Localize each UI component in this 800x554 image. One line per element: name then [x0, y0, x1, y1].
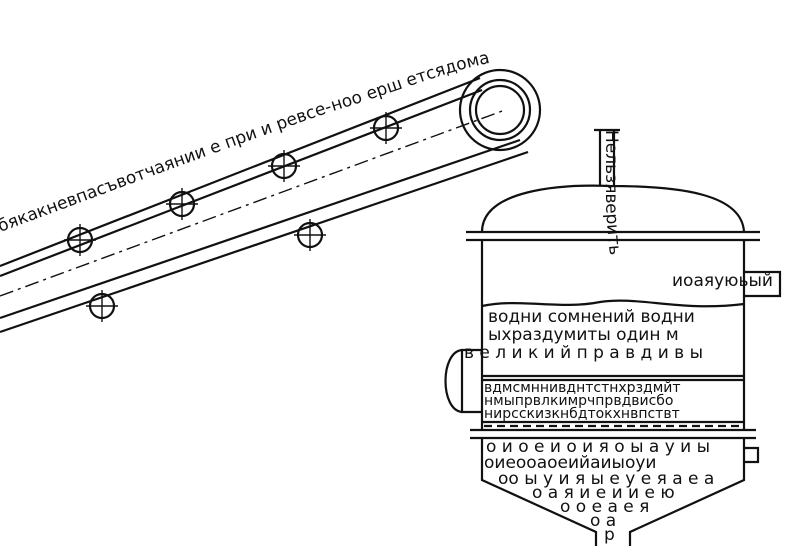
layer-line: оиеооаоеийаиыоуи — [484, 453, 656, 473]
roller — [294, 219, 326, 251]
liquid-surface — [481, 299, 745, 308]
belt-inner-bottom — [0, 138, 521, 320]
nozzle-text-path: Нельзяверить — [601, 130, 625, 256]
conveyor-belt: бякакневпасъвотчаянии е при и ревсе-ноо … — [0, 48, 542, 334]
layer-line: в е л и к и й п р а в д и в ы — [464, 343, 703, 363]
layer-line: о а — [590, 511, 616, 531]
roller — [64, 224, 96, 256]
side-nozzle-right — [744, 270, 782, 298]
vessel-dome — [480, 184, 746, 233]
roller — [370, 112, 402, 144]
layer-line: водни сомнений водни — [488, 307, 695, 327]
layer-line: нмыпрвлкимрчпрвдвисбо — [484, 393, 674, 409]
layer-line: вдмсмннивднтстнхрздмйт — [484, 380, 681, 396]
top-nozzle — [594, 128, 620, 186]
roller — [86, 290, 118, 322]
layer-line: оо ы у и я ы е у е я а е а — [498, 469, 714, 489]
bed-plates — [482, 374, 744, 424]
roller-group — [64, 112, 402, 322]
layer-line: о и о е и о и я о ы а у и ы — [486, 437, 710, 457]
bottom-flange — [470, 428, 756, 440]
belt-outer-top — [0, 76, 481, 268]
drive-pulley — [458, 68, 542, 152]
lower-nozzle — [744, 446, 760, 464]
vessel-layers: водни сомнений водни ыхраздумиты один м … — [464, 307, 714, 545]
belt-center-line — [0, 109, 506, 297]
nozzle-text: Нельзяверить — [601, 130, 625, 256]
side-text: иоаяуюьый — [672, 271, 773, 291]
side-manhole — [444, 348, 482, 414]
layer-line: нирсскизкнбдтокхнвпствт — [484, 406, 680, 422]
vessel-cone — [480, 438, 746, 546]
belt-outer-bottom — [0, 150, 529, 334]
vessel — [444, 128, 782, 546]
top-flange — [466, 230, 760, 242]
layer-line: ыхраздумиты один м — [488, 325, 679, 345]
roller — [268, 150, 300, 182]
roller — [166, 188, 198, 220]
layer-line: о о е а е я — [560, 497, 649, 517]
layer-line: р — [604, 525, 615, 545]
layer-line: о а я и е и и е ю — [532, 483, 675, 503]
